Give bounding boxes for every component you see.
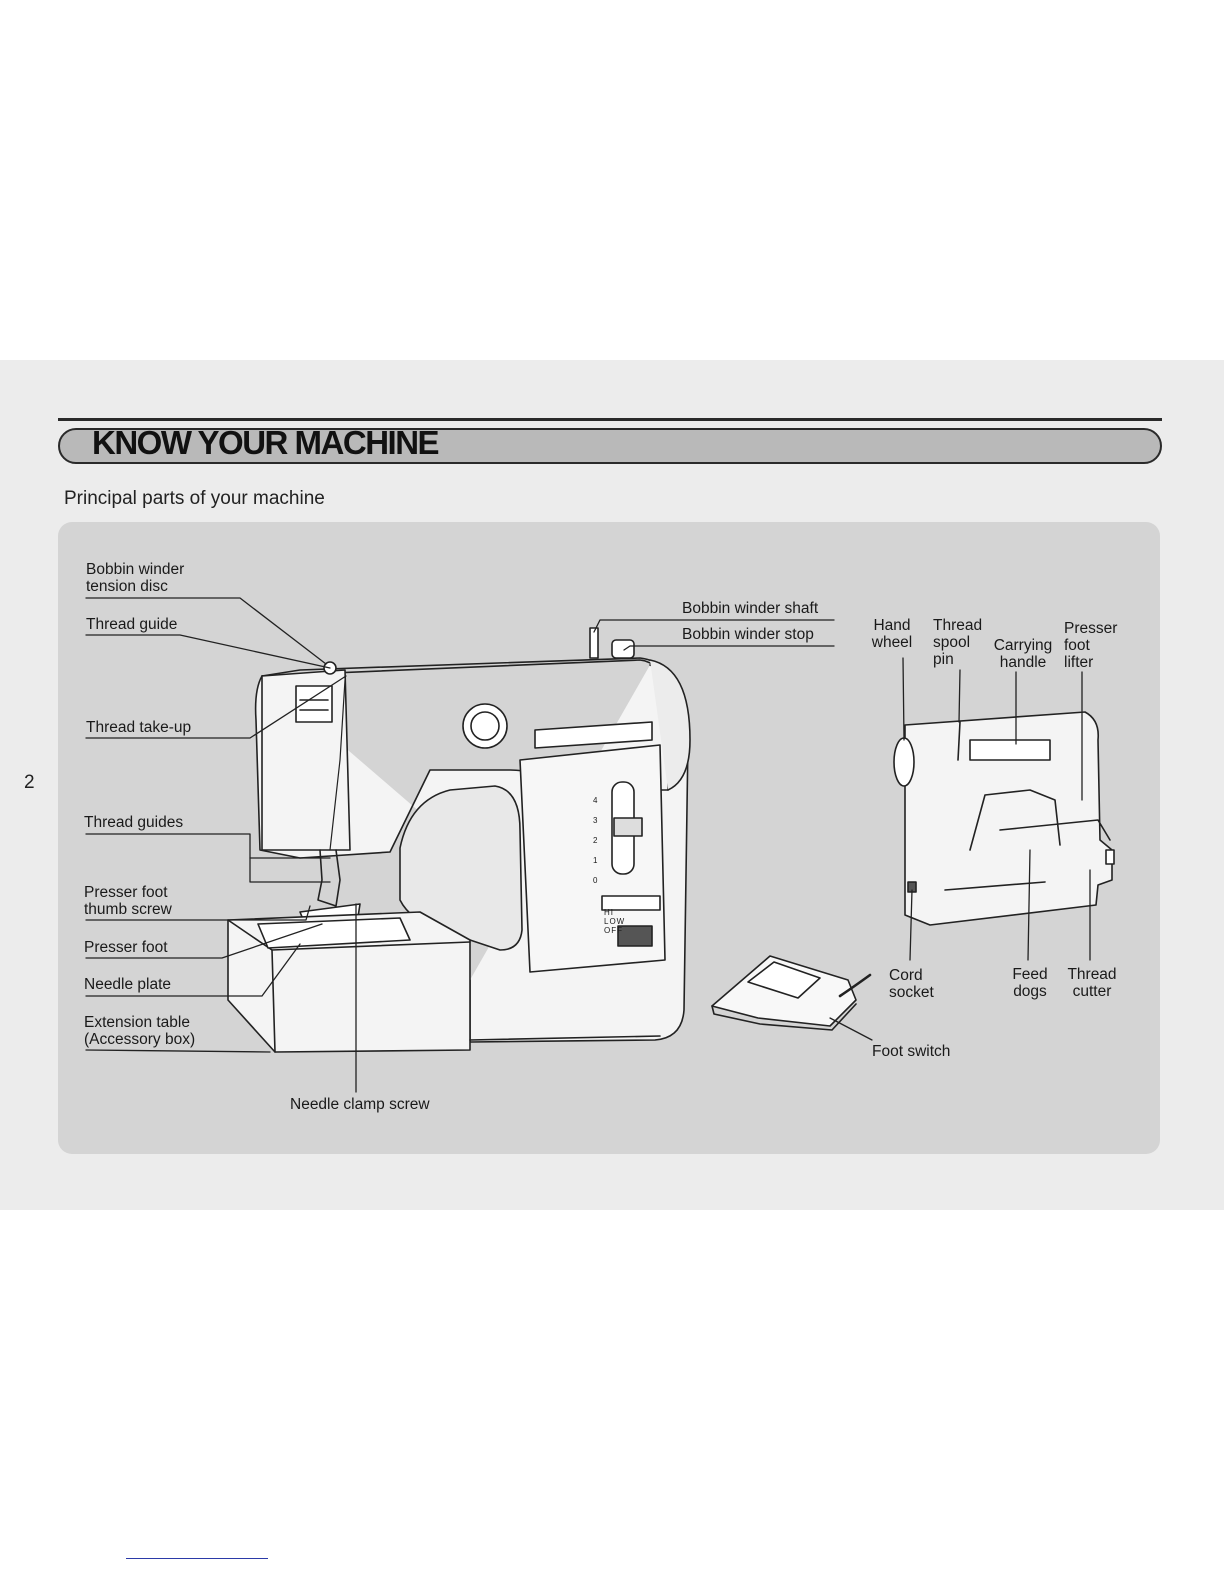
stitch-scale-2: 2 <box>593 836 598 845</box>
speed-low: LOW <box>604 917 626 926</box>
title-banner <box>58 428 1162 464</box>
label-bobbin-winder-stop: Bobbin winder stop <box>682 626 814 643</box>
label-presser-foot-thumb-screw: Presser foot thumb screw <box>84 884 172 918</box>
label-hand-wheel: Hand wheel <box>871 617 913 651</box>
page-number: 2 <box>24 772 35 793</box>
stitch-scale-0: 0 <box>593 876 598 885</box>
label-extension-table: Extension table (Accessory box) <box>84 1014 196 1048</box>
label-needle-clamp-screw: Needle clamp screw <box>290 1096 430 1113</box>
stitch-scale-4: 4 <box>593 796 598 805</box>
stitch-scale: 4 3 2 1 0 <box>593 786 597 896</box>
label-thread-guides: Thread guides <box>84 814 184 831</box>
stitch-scale-1: 1 <box>593 856 598 865</box>
label-feed-dogs: Feed dogs <box>1012 966 1048 1000</box>
label-thread-spool-pin: Thread spool pin <box>933 617 983 668</box>
label-thread-take-up: Thread take-up <box>86 719 192 736</box>
page-title: KNOW YOUR MACHINE <box>92 424 440 461</box>
label-thread-cutter: Thread cutter <box>1067 966 1117 1000</box>
label-carrying-handle: Carrying handle <box>993 637 1053 671</box>
label-cord-socket: Cord socket <box>889 967 934 1001</box>
speed-hi: HI <box>604 908 614 917</box>
header-rule <box>58 418 1162 421</box>
label-needle-plate: Needle plate <box>84 976 172 993</box>
foot-switch-drawing <box>711 955 872 1031</box>
page-subtitle: Principal parts of your machine <box>64 488 325 509</box>
stitch-scale-3: 3 <box>593 816 598 825</box>
label-bobbin-winder-shaft: Bobbin winder shaft <box>682 600 819 617</box>
label-thread-guide: Thread guide <box>86 616 178 633</box>
footer-rule <box>126 1558 268 1559</box>
speed-switch-markings: HI LOW OFF <box>604 899 625 935</box>
label-bobbin-winder-tension-disc: Bobbin winder tension disc <box>86 561 185 595</box>
speed-off: OFF <box>604 926 623 935</box>
leader-lines <box>85 597 1091 1093</box>
label-foot-switch: Foot switch <box>872 1043 951 1060</box>
rear-view-machine-drawing <box>893 711 1115 926</box>
main-machine-drawing <box>227 627 691 1053</box>
label-presser-foot-lifter: Presser foot lifter <box>1064 620 1118 671</box>
label-presser-foot: Presser foot <box>84 939 168 956</box>
